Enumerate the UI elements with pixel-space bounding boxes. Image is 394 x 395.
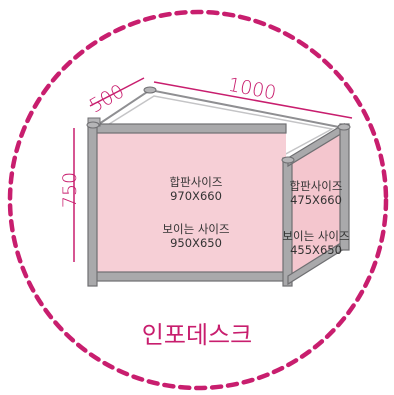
post-cap-front-right [281, 156, 295, 164]
dashed-circle-border [7, 9, 389, 391]
post-cap-back [143, 86, 157, 94]
side-visible-label: 보이는 사이즈 [282, 229, 349, 243]
side-visible-size: 455X650 [290, 243, 342, 257]
front-panel [94, 128, 286, 280]
front-frame [87, 123, 293, 287]
side-frame [287, 122, 350, 286]
side-panel [286, 128, 344, 282]
height-dimension-label: 750 [59, 172, 81, 208]
post-cap-right [337, 123, 351, 131]
front-visible-size: 950X650 [170, 236, 222, 250]
product-title: 인포데스크 [142, 321, 252, 349]
width-dimension-label: 1000 [226, 74, 278, 105]
side-board-label: 합판사이즈 [290, 179, 343, 193]
front-board-size: 970X660 [170, 189, 222, 203]
front-visible-label: 보이는 사이즈 [162, 222, 229, 236]
dimension-lines [73, 77, 353, 262]
side-board-size: 475X660 [290, 193, 342, 207]
post-cap-front-left [86, 121, 100, 129]
front-board-label: 합판사이즈 [170, 175, 223, 189]
